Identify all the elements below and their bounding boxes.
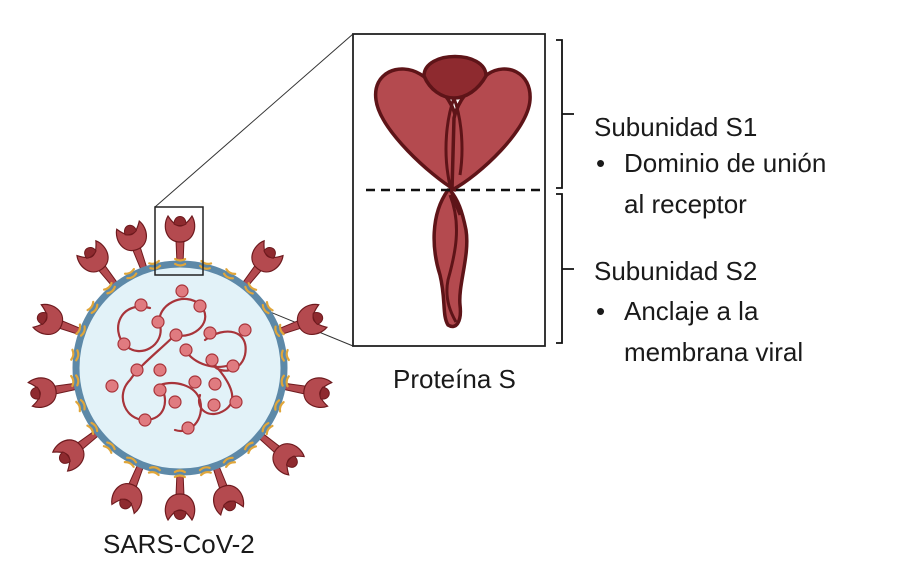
s1-bullet-line1: Dominio de unión [624,148,826,178]
spike-icon [164,471,196,521]
virus-particle [27,215,333,521]
s1-bullet-mark: • [596,148,605,178]
s1-title: Subunidad S1 [594,112,757,142]
bracket-s1 [556,39,574,189]
protein-label: Proteína S [393,364,516,394]
zoom-source-box [154,206,204,276]
viral-rna [105,284,252,435]
s2-bullet-mark: • [596,296,605,326]
spike-icon-highlighted [164,215,196,265]
virus-label: SARS-CoV-2 [103,529,255,559]
s2-title: Subunidad S2 [594,256,757,286]
s2-bullet-line1: Anclaje a la [624,296,759,326]
spike-protein-large [373,54,532,329]
s1-bullet-line2: al receptor [624,189,747,219]
s2-bullet-line2: membrana viral [624,337,803,367]
zoom-line-top [154,33,354,208]
bracket-s2 [556,193,574,344]
viral-envelope [72,260,288,476]
